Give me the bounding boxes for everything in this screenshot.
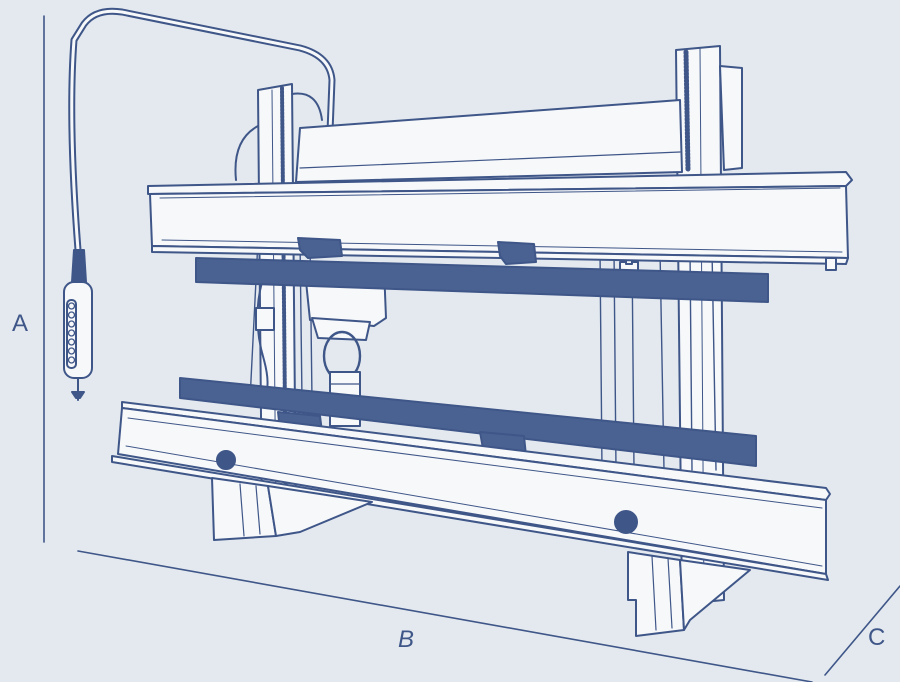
dimension-line-b: [77, 550, 813, 682]
dimension-label-a: A: [12, 310, 29, 337]
bottom-beam: [111, 401, 831, 581]
pendant-buttons: [67, 302, 76, 364]
dimension-lines: [43, 15, 900, 682]
remote-pendant: [63, 249, 93, 401]
pendant-cable: [68, 7, 336, 254]
bolt-right: [614, 510, 638, 534]
dimension-line-c: [824, 585, 900, 676]
base-left: [211, 477, 373, 541]
dimension-label-b: B: [398, 626, 415, 653]
bolt-left: [216, 450, 236, 470]
top-clamp-bar: [195, 237, 769, 303]
back-frame: [234, 92, 683, 183]
base-right: [627, 551, 751, 637]
dimension-label-c: C: [868, 624, 886, 651]
